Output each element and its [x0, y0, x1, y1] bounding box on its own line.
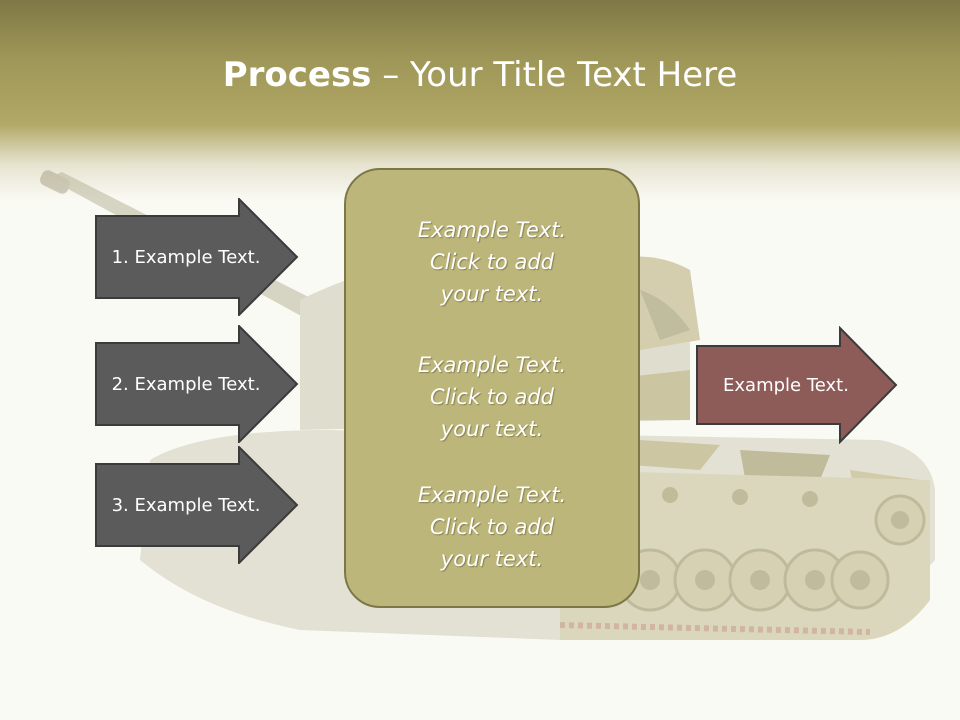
slide-title-bold: Process [222, 55, 372, 95]
step-arrow-1[interactable]: 1. Example Text. [95, 198, 305, 316]
center-text-block-2[interactable]: Example Text. Click to add your text. [346, 349, 638, 445]
center-text-block-1[interactable]: Example Text. Click to add your text. [346, 214, 638, 310]
center-text-2-line-1: Example Text. [417, 353, 567, 377]
center-text-3-line-2: Click to add [429, 515, 554, 539]
center-text-1-line-1: Example Text. [417, 218, 567, 242]
step-arrow-3-label: 3. Example Text. [111, 494, 261, 516]
result-arrow[interactable]: Example Text. [696, 326, 900, 444]
title-banner [0, 0, 960, 200]
arrow-1-shape [95, 198, 299, 316]
result-arrow-label: Example Text. [723, 374, 849, 396]
center-text-3-line-1: Example Text. [417, 483, 567, 507]
center-text-block-3[interactable]: Example Text. Click to add your text. [346, 479, 638, 575]
slide-title: Process – Your Title Text Here [0, 52, 960, 98]
step-arrow-2[interactable]: 2. Example Text. [95, 325, 305, 443]
step-arrow-3[interactable]: 3. Example Text. [95, 446, 305, 564]
center-content-box[interactable]: Example Text. Click to add your text. Ex… [344, 168, 640, 608]
slide-title-rest: – Your Title Text Here [371, 55, 738, 95]
center-text-3-line-3: your text. [440, 547, 544, 571]
center-text-2-line-3: your text. [440, 417, 544, 441]
step-arrow-1-label: 1. Example Text. [111, 246, 261, 268]
center-text-2-line-2: Click to add [429, 385, 554, 409]
arrow-3-shape [95, 446, 299, 564]
center-text-1-line-2: Click to add [429, 250, 554, 274]
arrow-2-shape [95, 325, 299, 443]
step-arrow-2-label: 2. Example Text. [111, 373, 261, 395]
center-text-1-line-3: your text. [440, 282, 544, 306]
result-arrow-shape [696, 326, 898, 444]
